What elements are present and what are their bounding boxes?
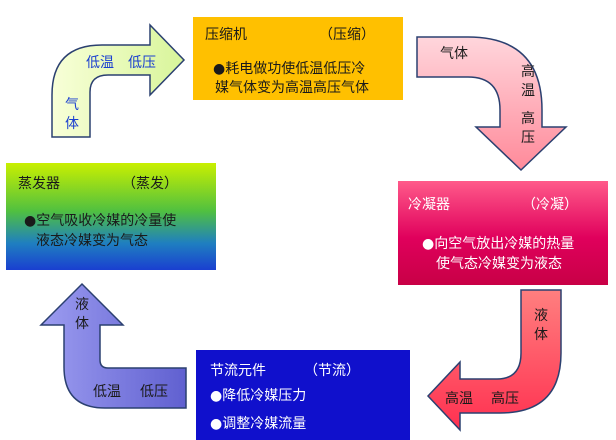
arrow-bl-label-vertical: 液体	[75, 297, 89, 332]
evaporator-title: 蒸发器	[18, 176, 60, 192]
arrow-compressor-to-condenser	[416, 36, 568, 172]
arrow-evaporator-to-compressor	[51, 23, 186, 138]
evaporator-box: 蒸发器 （蒸发） ●空气吸收冷媒的冷量使 液态冷媒变为气态	[6, 163, 216, 270]
arrow-tl-label-1: 低温	[86, 55, 114, 71]
condenser-title: 冷凝器	[408, 197, 450, 213]
throttle-title: 节流元件	[210, 363, 266, 379]
condenser-process: （冷凝）	[522, 197, 578, 213]
arrow-tl-label-2: 低压	[128, 55, 156, 71]
arrow-br-label-1: 高温	[445, 391, 473, 407]
arrow-bl-label-2: 低压	[140, 384, 168, 400]
compressor-box: 压缩机 （压缩） ●耗电做功使低温低压冷 媒气体变为高温高压气体	[193, 17, 403, 100]
arrow-tr-label-vertical-2: 高压	[521, 111, 535, 146]
compressor-process: （压缩）	[319, 27, 375, 43]
throttle-box: 节流元件 （节流） ●降低冷媒压力 ●调整冷媒流量	[196, 350, 410, 440]
evaporator-desc-line-2: 液态冷媒变为气态	[36, 233, 148, 249]
arrow-tr-label-vertical-1: 高温	[521, 64, 535, 99]
throttle-process: （节流）	[304, 363, 360, 379]
compressor-desc-line-2: 媒气体变为高温高压气体	[215, 80, 369, 96]
arrow-bl-label-1: 低温	[93, 384, 121, 400]
arrow-tl-label-vertical: 气体	[65, 97, 79, 132]
condenser-desc-line-1: ●向空气放出冷媒的热量	[422, 236, 575, 252]
arrow-condenser-to-throttle	[426, 289, 562, 432]
arrow-br-label-vertical: 液体	[534, 308, 548, 343]
evaporator-process: （蒸发）	[122, 176, 178, 192]
condenser-box: 冷凝器 （冷凝） ●向空气放出冷媒的热量 使气态冷媒变为液态	[398, 181, 608, 285]
arrow-throttle-to-evaporator	[39, 282, 187, 409]
throttle-desc-line-1: ●降低冷媒压力	[210, 388, 307, 404]
condenser-desc-line-2: 使气态冷媒变为液态	[436, 256, 562, 272]
throttle-desc-line-2: ●调整冷媒流量	[210, 416, 307, 432]
arrow-br-label-2: 高压	[491, 391, 519, 407]
compressor-desc-line-1: ●耗电做功使低温低压冷	[213, 61, 366, 77]
compressor-title: 压缩机	[205, 27, 247, 43]
arrow-tr-label-horizontal: 气体	[440, 46, 468, 62]
evaporator-desc-line-1: ●空气吸收冷媒的冷量使	[24, 213, 177, 229]
